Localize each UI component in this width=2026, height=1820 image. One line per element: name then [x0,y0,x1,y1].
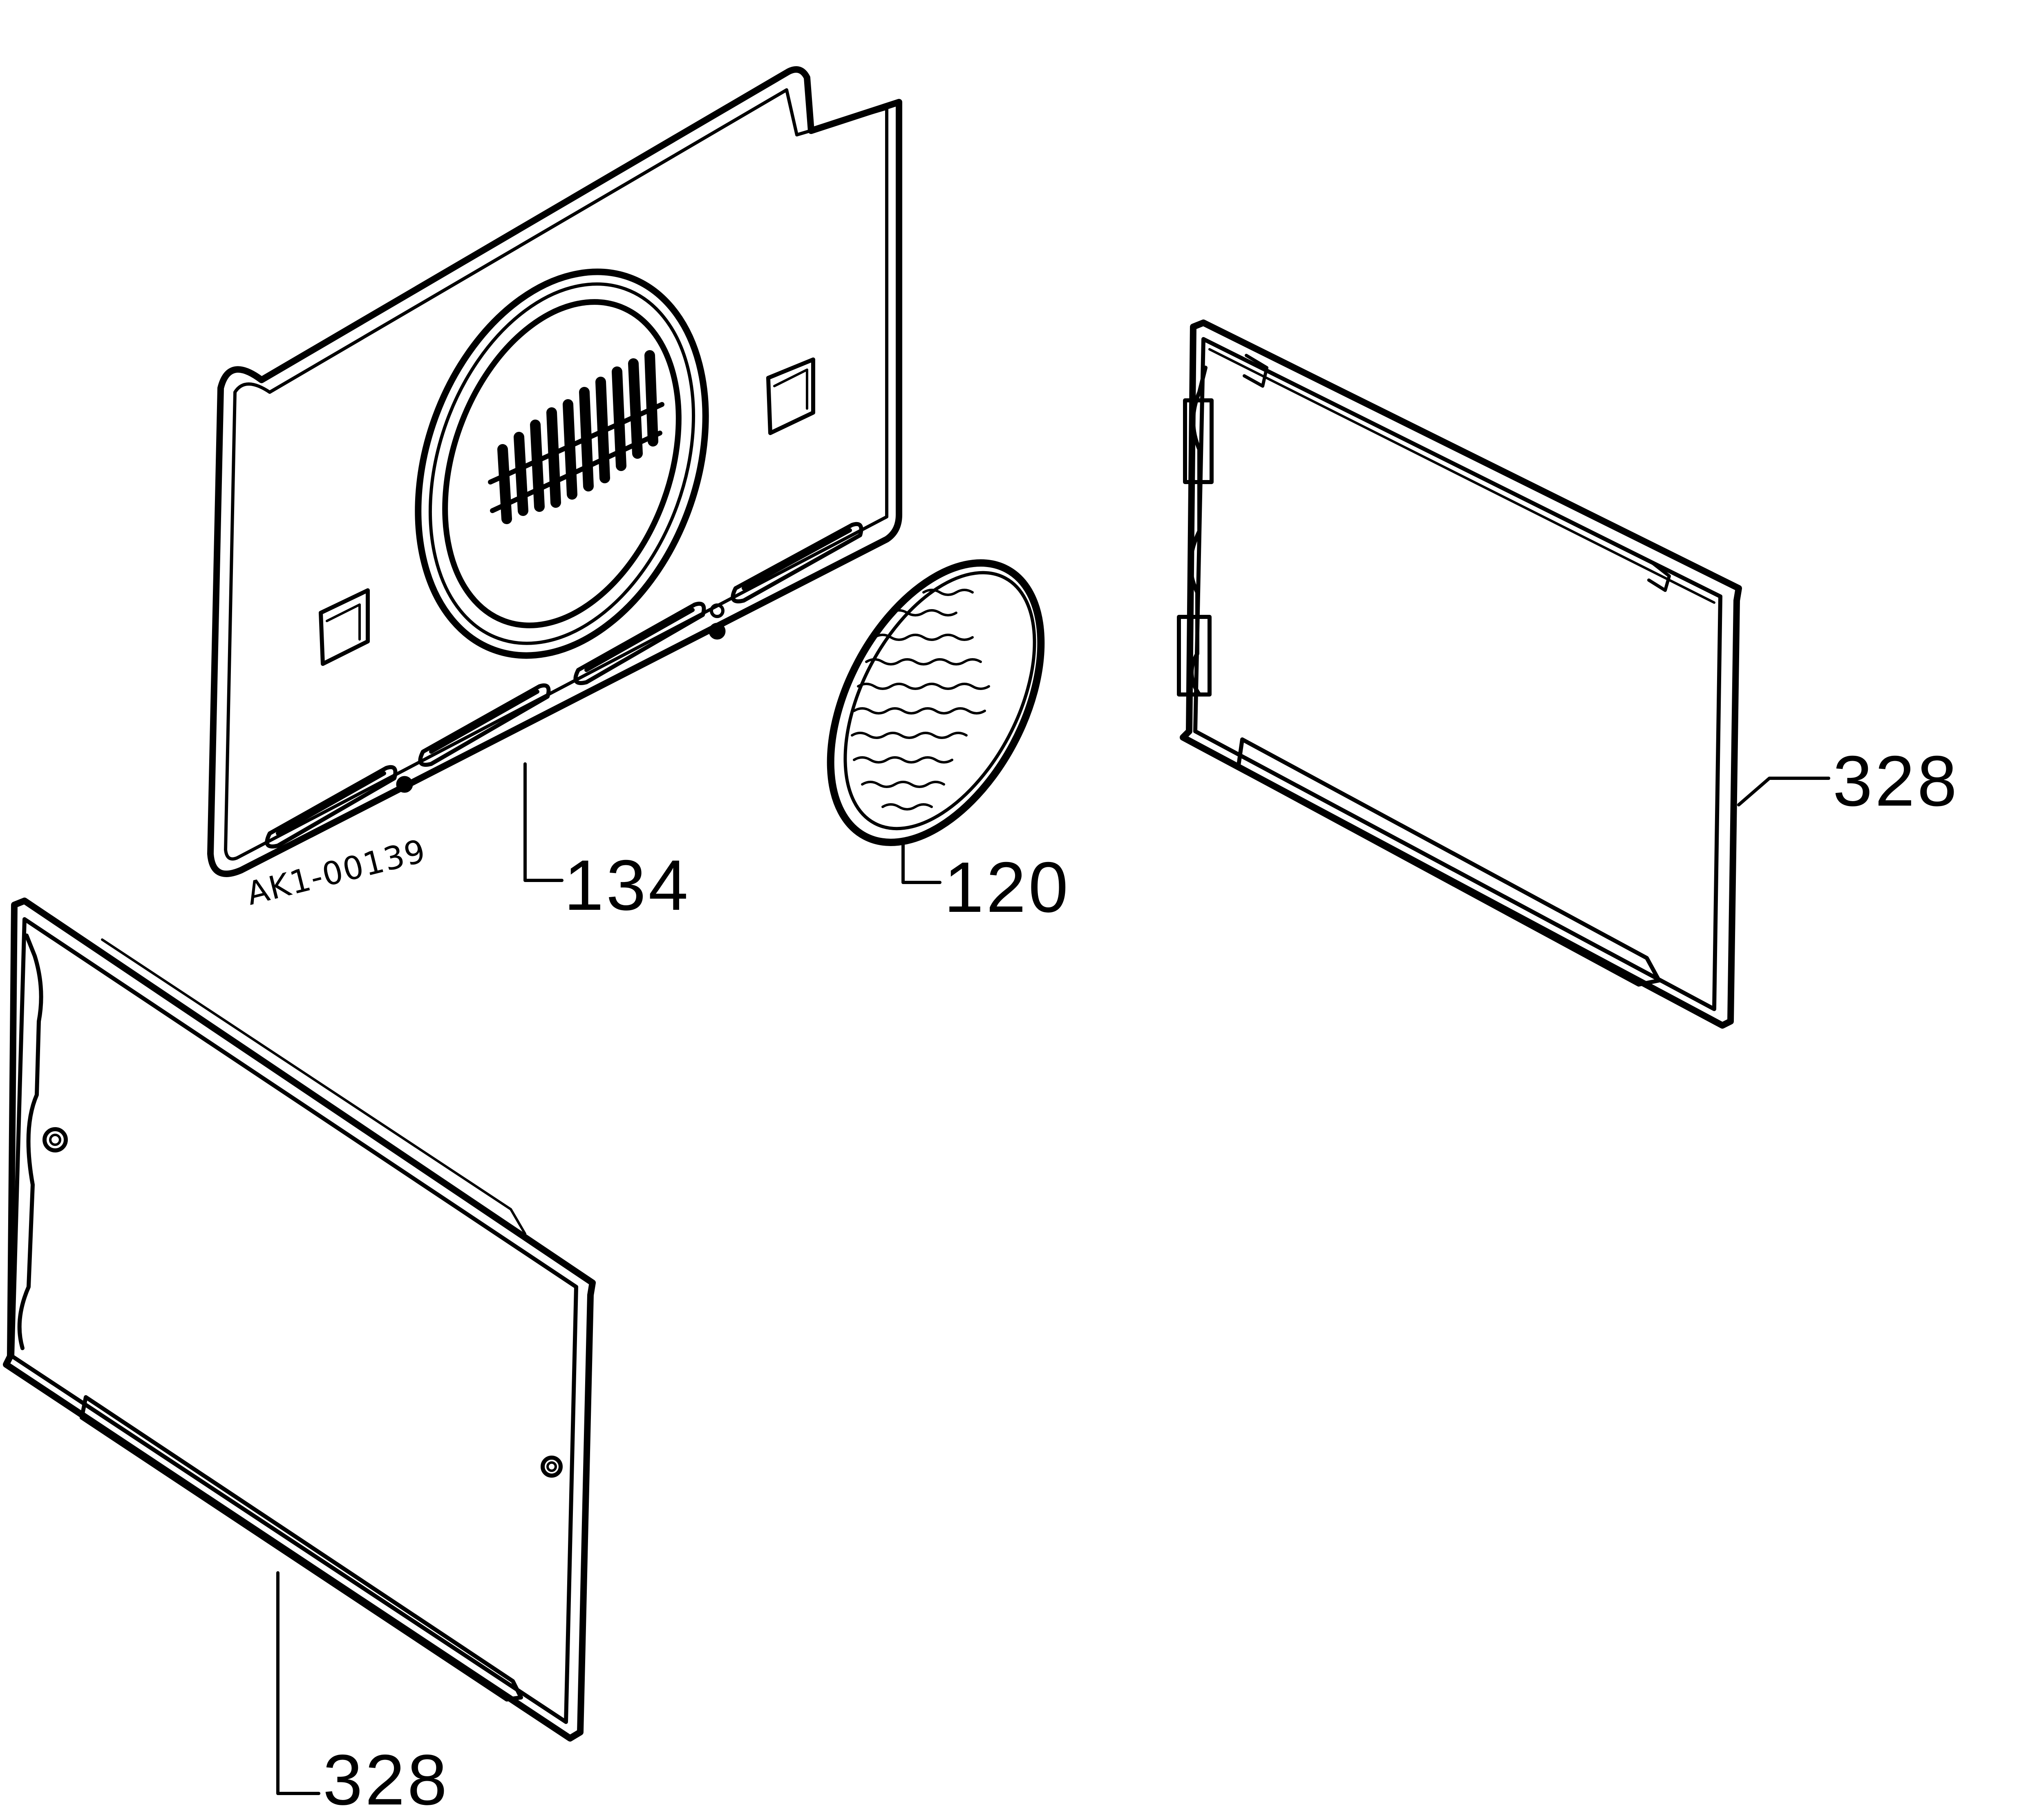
filter-mesh [851,589,990,811]
leader-328-left [276,1571,320,1795]
glass-panel-left [3,898,596,1742]
glass-panel-right [1177,319,1742,1029]
leader-328-right [1737,777,1830,806]
vent-slots [265,522,863,849]
leader-120 [901,838,941,884]
part-label-328-right: 328 [1833,741,1959,821]
part-label-134: 134 [564,846,691,925]
back-panel [207,66,902,877]
filter [827,559,1045,846]
part-label-120: 120 [944,848,1071,927]
part-label-328-left: 328 [323,1740,449,1820]
leader-134 [523,762,564,882]
